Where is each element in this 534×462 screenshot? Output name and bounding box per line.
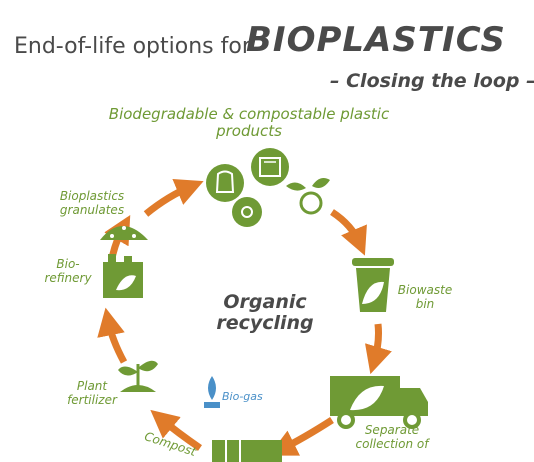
biowaste-bin-label: Biowaste bin — [397, 283, 453, 311]
plant-fertilizer-label: Plant fertilizer — [67, 379, 117, 407]
arrow-collection-to-compost — [268, 417, 334, 456]
arrow-compost-to-fertilizer — [150, 409, 202, 451]
digester-icon — [212, 440, 282, 462]
bottle-icon — [299, 191, 323, 215]
arrow-granulates-to-products — [143, 179, 204, 217]
title-prefix: End-of-life options for — [14, 34, 251, 59]
arrow-products-to-bin — [330, 209, 367, 256]
cup-icon — [251, 148, 289, 186]
film-roll-icon — [232, 197, 262, 227]
products-icon-cluster — [206, 148, 330, 227]
granulates-icon — [100, 226, 148, 240]
plant-icon — [118, 360, 158, 392]
biowaste-bin-icon — [352, 258, 394, 312]
bag-icon — [206, 164, 244, 202]
sprout-icon — [286, 182, 306, 191]
arrow-fertilizer-to-refinery — [97, 307, 128, 364]
truck-icon — [330, 376, 428, 429]
center-label: Organic recycling — [216, 291, 314, 334]
title-main: BIOPLASTICS — [246, 20, 506, 60]
subtitle: – Closing the loop – — [330, 70, 534, 92]
granulates-label: Bioplastics granulates — [59, 189, 125, 217]
biorefinery-label: Bio-refinery — [44, 257, 92, 285]
biogas-label: Bio-gas — [222, 390, 263, 403]
arrow-bin-to-collection — [365, 323, 392, 375]
separate-collection-label: Separate collection of — [355, 423, 429, 451]
products-label: Biodegradable & compostable plastic prod… — [108, 105, 390, 141]
biogas-flame-icon — [204, 376, 220, 408]
biorefinery-icon — [103, 254, 143, 298]
